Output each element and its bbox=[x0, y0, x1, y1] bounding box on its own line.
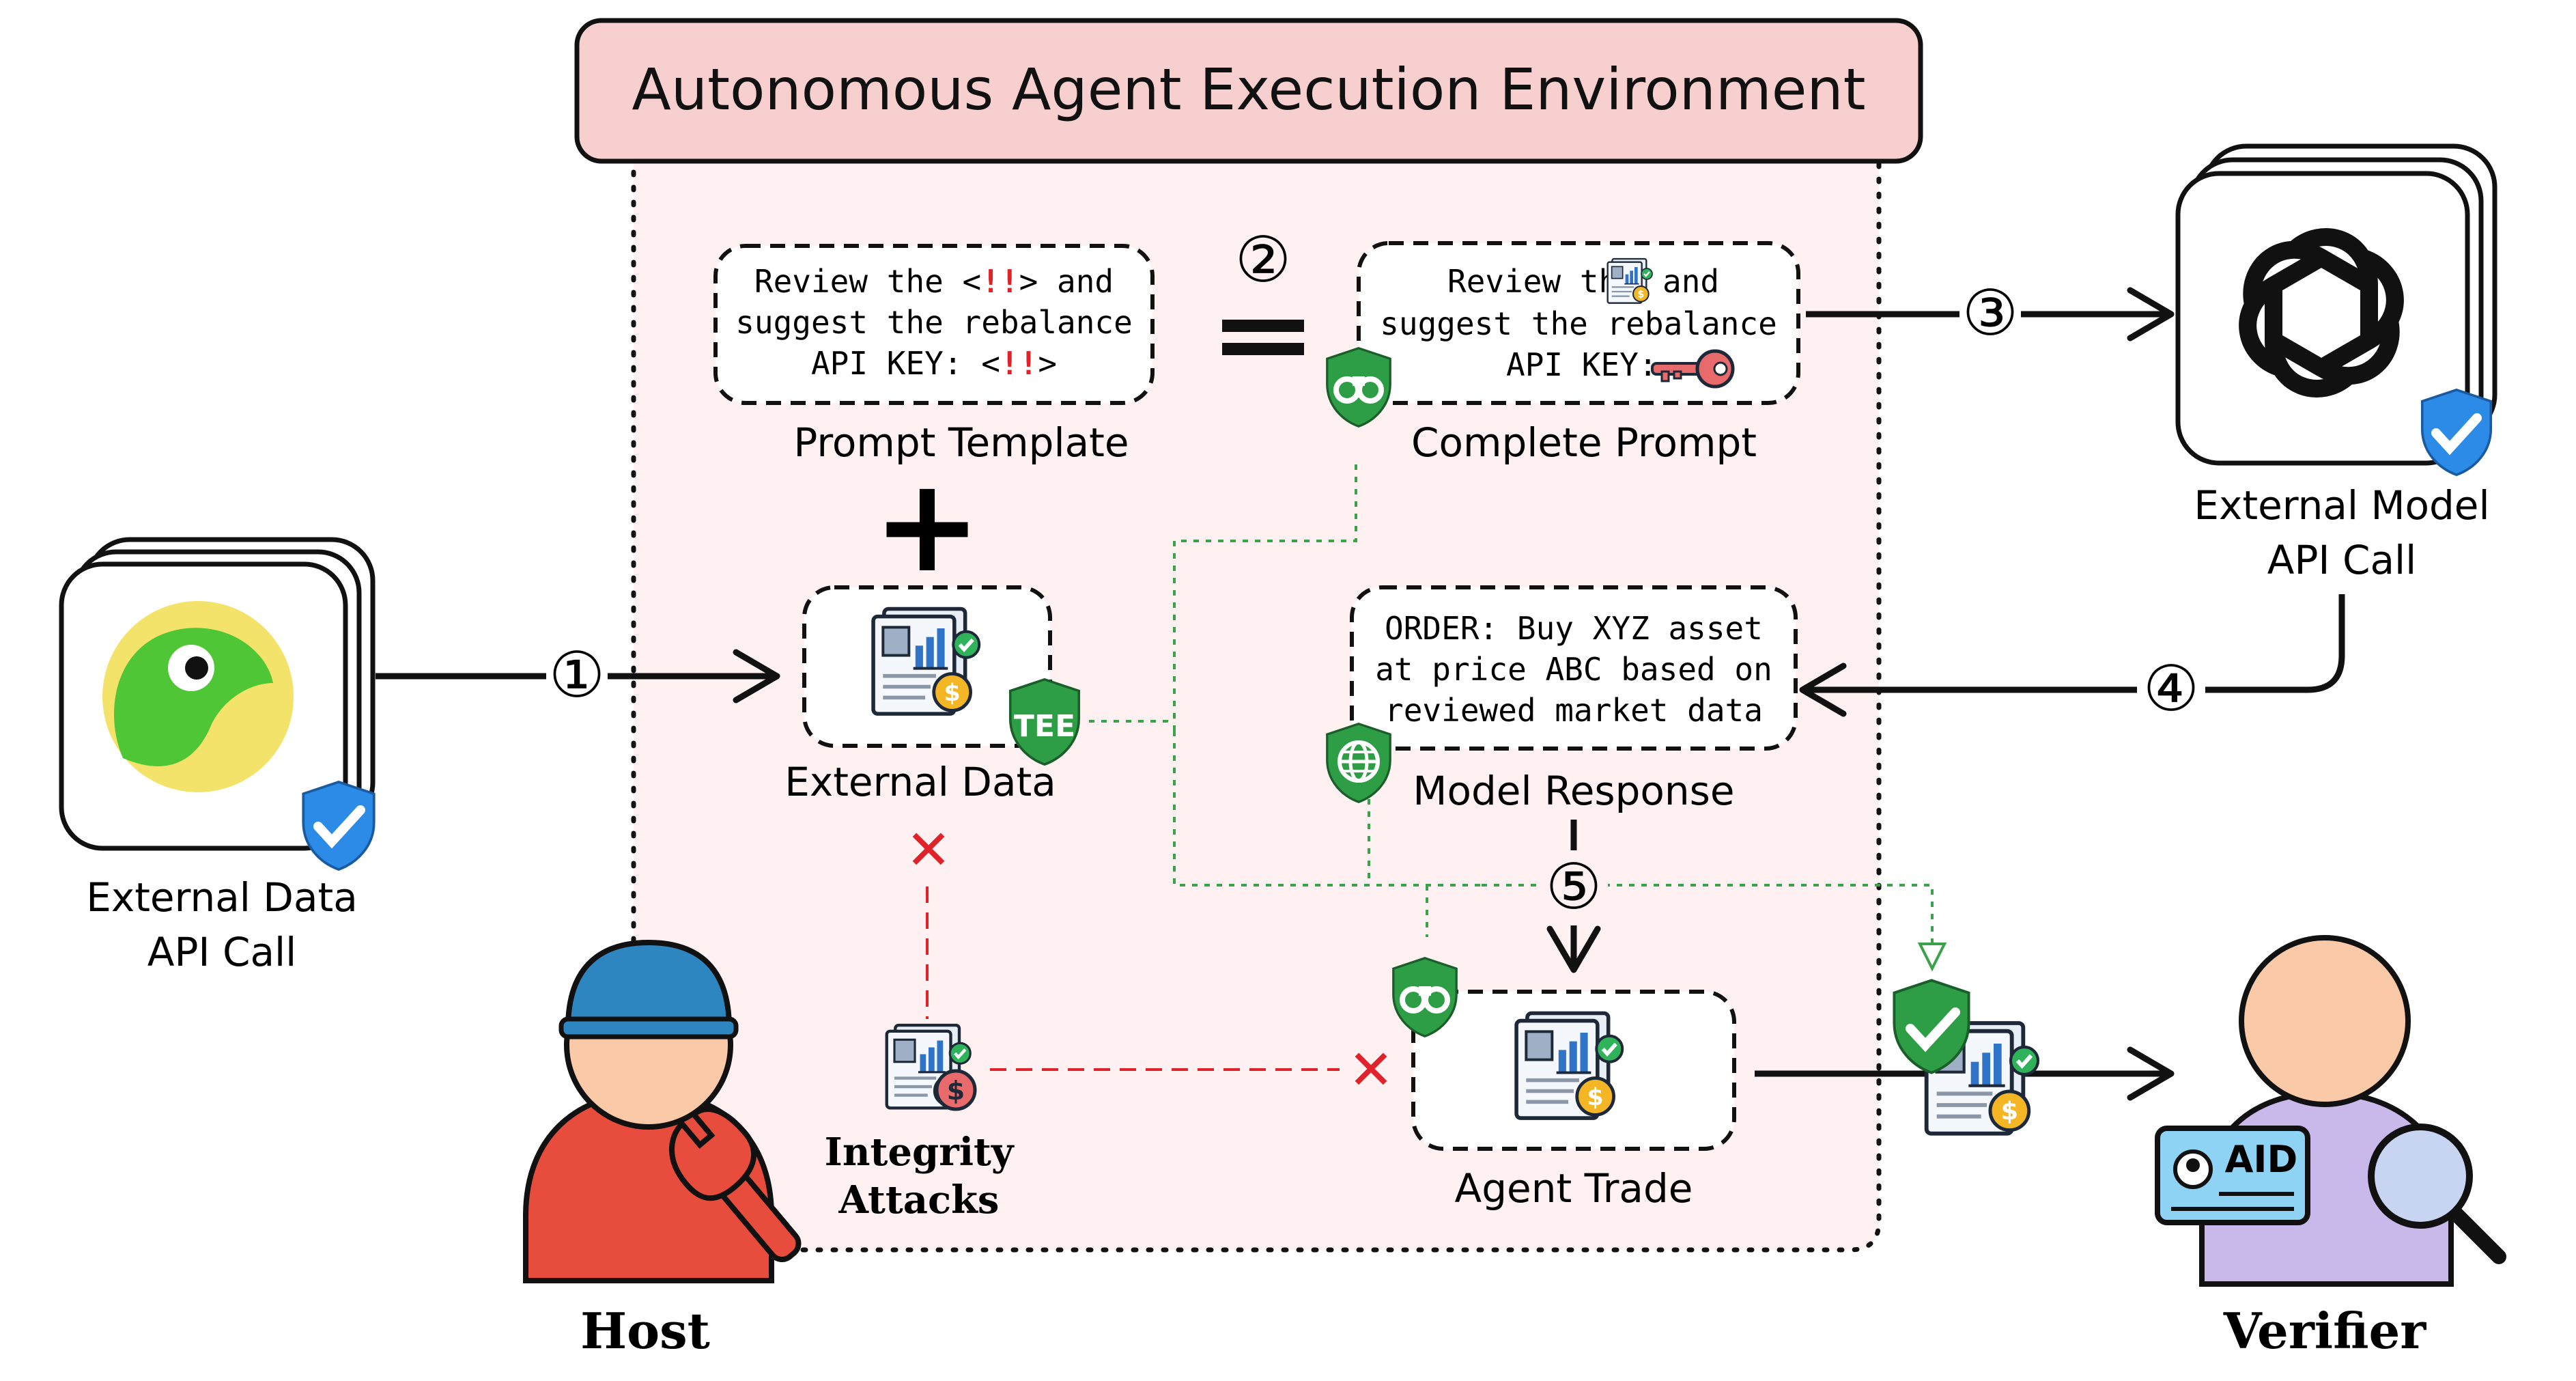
model-verified-shield-icon bbox=[2420, 388, 2493, 477]
complete-prompt-line-2: suggest the rebalance bbox=[1380, 305, 1777, 342]
external-model-label-1: External Model bbox=[2194, 482, 2489, 529]
prompt-template-caption: Prompt Template bbox=[793, 419, 1129, 466]
verifier-head bbox=[2239, 935, 2411, 1107]
tampered-report-icon: $ bbox=[887, 1025, 977, 1111]
aid-badge-text: AID bbox=[2225, 1138, 2298, 1181]
verified-check-shield-icon bbox=[1893, 979, 1970, 1074]
complete-prompt-caption: Complete Prompt bbox=[1411, 419, 1757, 466]
binoculars-shield-icon-trade bbox=[1392, 957, 1458, 1037]
complete-prompt-line-1-post: and bbox=[1662, 263, 1719, 300]
host-cap bbox=[565, 939, 733, 1031]
tee-badge-text: TEE bbox=[1014, 709, 1075, 744]
verification-paths bbox=[1089, 464, 1934, 951]
coingecko-gecko-icon bbox=[102, 601, 294, 792]
data-verified-shield-icon bbox=[302, 781, 376, 871]
magnifier-icon bbox=[2368, 1124, 2506, 1264]
host-figure bbox=[523, 939, 802, 1283]
wrench-icon bbox=[669, 1106, 802, 1263]
external-data-api-label-2: API Call bbox=[147, 929, 296, 975]
tee-shield-icon: TEE bbox=[1008, 678, 1081, 766]
verifier-figure: AID bbox=[2155, 935, 2506, 1287]
model-card bbox=[2175, 171, 2470, 466]
arrow-4 bbox=[1802, 594, 2345, 693]
verifier-label: Verifier bbox=[2223, 1302, 2427, 1360]
step-3-label: ③ bbox=[1962, 277, 2018, 350]
model-response-line-1: ORDER: Buy XYZ asset bbox=[1385, 610, 1763, 647]
complete-prompt-line-3: API KEY: bbox=[1506, 346, 1658, 383]
step-5-label: ⑤ bbox=[1546, 850, 1602, 923]
model-response-line-2: at price ABC based on bbox=[1375, 651, 1772, 688]
equals-symbol-bottom bbox=[1222, 343, 1304, 355]
complete-prompt-line-1-pre: Review the bbox=[1447, 263, 1637, 300]
equals-symbol-top bbox=[1222, 320, 1304, 332]
report-icon-trade bbox=[1516, 1014, 1622, 1119]
attack-paths bbox=[926, 887, 1340, 1071]
external-model-label-2: API Call bbox=[2267, 537, 2416, 583]
report-icon-inline bbox=[1607, 257, 1654, 304]
external-data-caption: External Data bbox=[784, 759, 1056, 805]
verification-arrowhead bbox=[1917, 943, 1947, 972]
model-response-line-3: reviewed market data bbox=[1385, 692, 1763, 729]
api-key-icon bbox=[1651, 349, 1735, 389]
attack-blocked-cross-2: ✕ bbox=[1348, 1038, 1393, 1102]
agent-trade-caption: Agent Trade bbox=[1455, 1165, 1693, 1212]
model-response-caption: Model Response bbox=[1413, 768, 1734, 814]
prompt-template-line-2: suggest the rebalance bbox=[735, 304, 1133, 341]
prompt-template-line-1: Review the <!!> and bbox=[754, 263, 1114, 300]
step-2-label: ② bbox=[1235, 223, 1291, 296]
step-1-label: ① bbox=[549, 639, 605, 712]
prompt-template-box bbox=[713, 244, 1155, 405]
binoculars-shield-icon bbox=[1326, 347, 1391, 428]
attack-blocked-cross-1: ✕ bbox=[905, 818, 951, 882]
plus-symbol: + bbox=[873, 450, 981, 601]
execution-environment-boundary bbox=[631, 154, 1882, 1253]
prompt-template-line-3: API KEY: <!!> bbox=[811, 345, 1057, 382]
report-icon bbox=[873, 609, 979, 714]
globe-shield-icon bbox=[1326, 723, 1391, 803]
integrity-attacks-label-1: Integrity bbox=[825, 1130, 1015, 1175]
host-label: Host bbox=[580, 1302, 710, 1360]
environment-header-box bbox=[574, 18, 1923, 164]
environment-title: Autonomous Agent Execution Environment bbox=[632, 56, 1865, 123]
integrity-attacks-label-2: Attacks bbox=[838, 1177, 1000, 1223]
svg-text:$: $ bbox=[947, 1076, 965, 1106]
external-data-api-label-1: External Data bbox=[86, 874, 358, 921]
step-4-label: ④ bbox=[2143, 652, 2199, 725]
openai-logo-icon bbox=[2239, 228, 2404, 397]
aid-badge: AID bbox=[2155, 1126, 2310, 1225]
model-response-box bbox=[1350, 585, 1798, 751]
